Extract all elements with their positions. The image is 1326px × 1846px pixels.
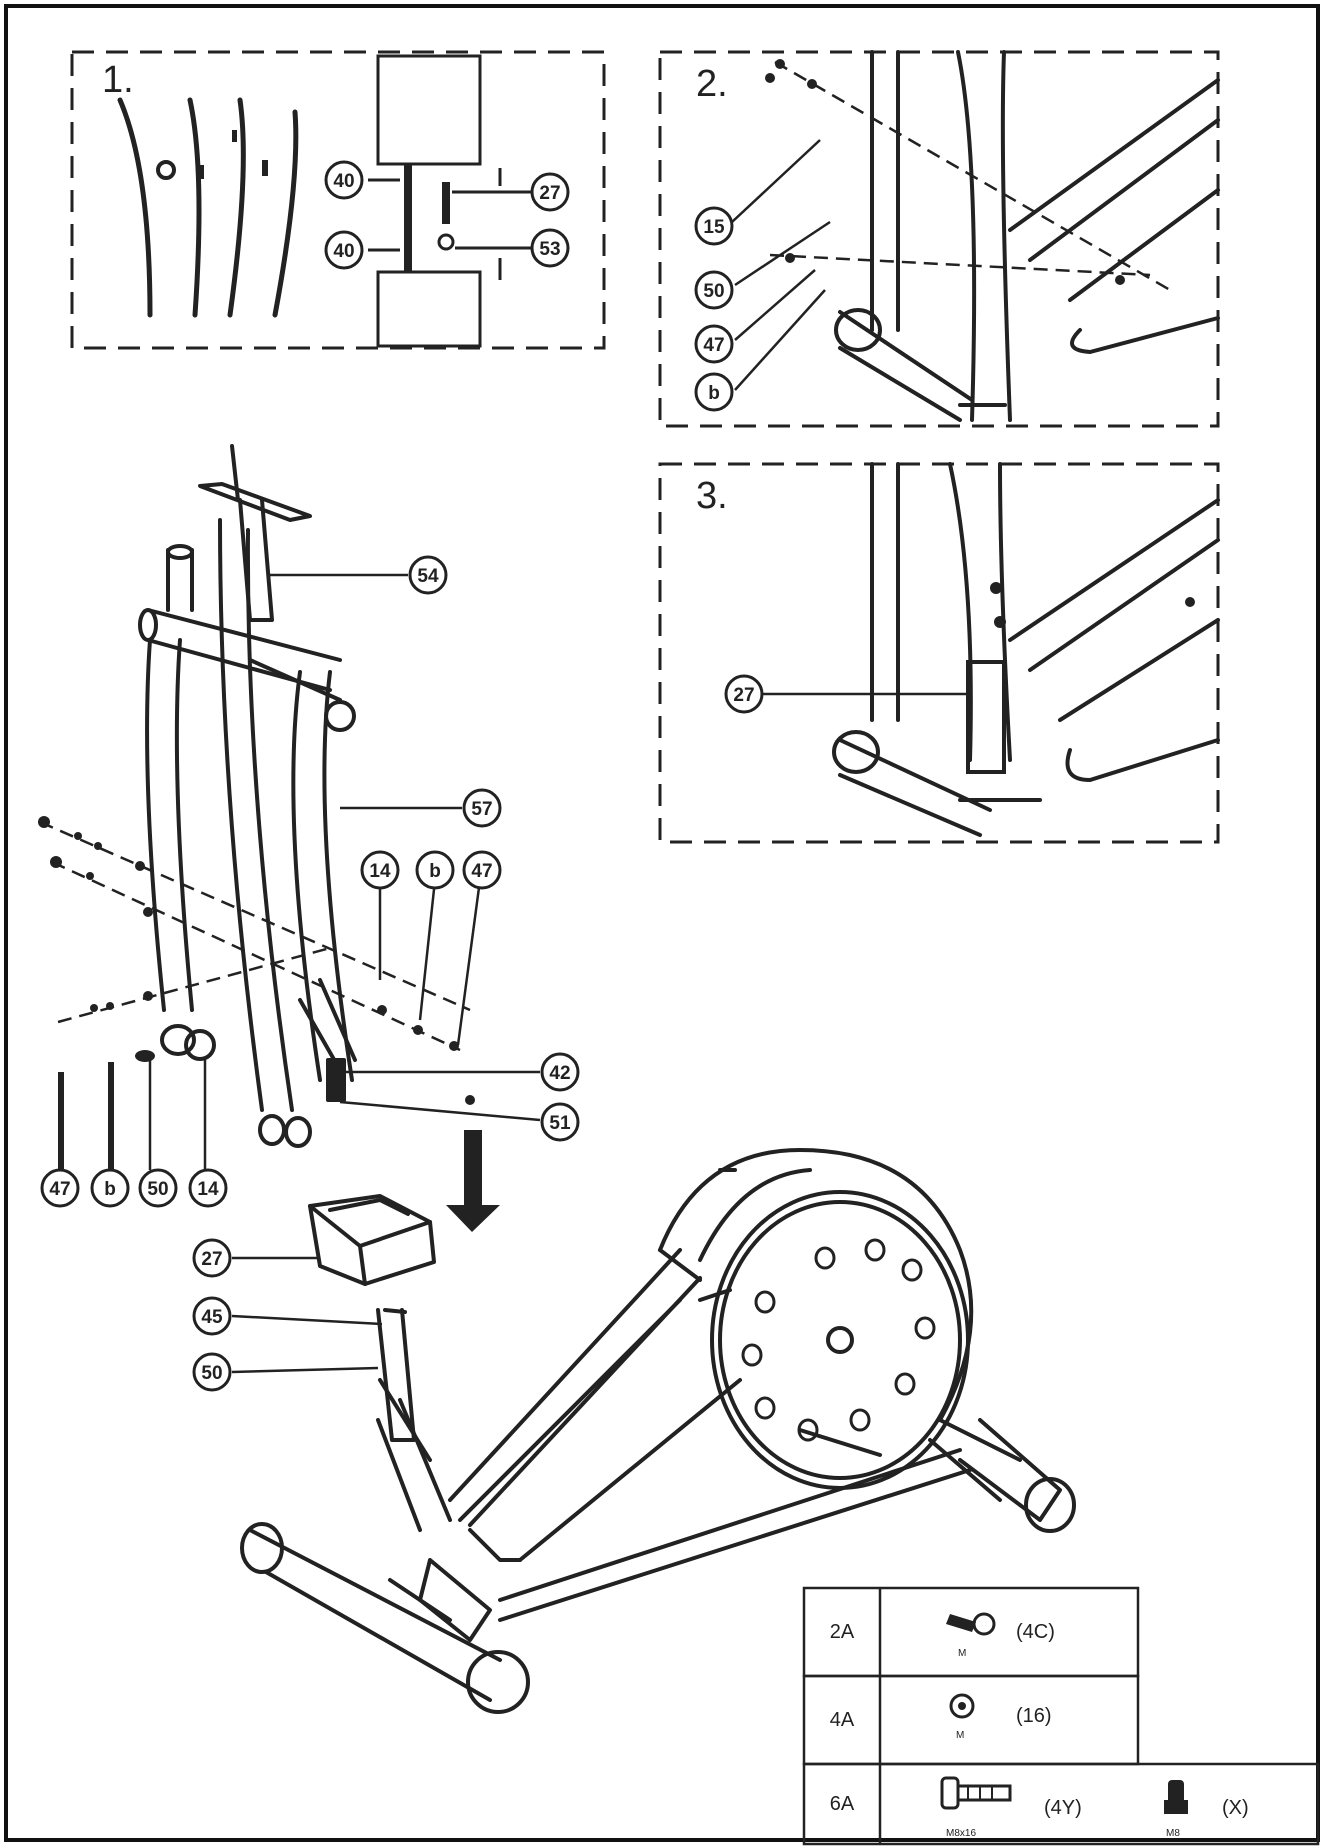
callout-main-bottom-50: 50 (138, 1168, 178, 1208)
svg-text:15: 15 (703, 217, 725, 238)
svg-text:40: 40 (333, 171, 354, 192)
hardware-row-2a: 2A M (4C) (830, 1612, 1055, 1659)
nut-icon (1164, 1780, 1188, 1814)
callout-main-47: 47 (462, 850, 502, 890)
callout-main-b: b (415, 850, 455, 890)
hardware-table: 2A M (4C) 4A M (16) 6A (802, 1586, 1320, 1846)
svg-text:(4C): (4C) (1016, 1621, 1055, 1643)
callout-s3-a: 27 (724, 674, 764, 714)
step-1-inset: 1. 40 (70, 50, 606, 350)
step-3-label: 3. (696, 475, 728, 517)
step-2-inset: 2. (658, 50, 1220, 428)
svg-text:(16): (16) (1016, 1705, 1052, 1727)
svg-text:27: 27 (733, 685, 754, 706)
svg-text:47: 47 (49, 1179, 70, 1200)
page-frame (4, 4, 1320, 1842)
callout-s1-upper-right: 27 (530, 172, 570, 212)
svg-text:47: 47 (703, 335, 724, 356)
svg-text:40: 40 (333, 241, 354, 262)
callout-s1-lower-right: 53 (530, 228, 570, 268)
hardware-row-6a: 6A M8x16 (4Y) M8 (X) (830, 1776, 1249, 1839)
hardware-row-4a: 4A M (16) (830, 1693, 1052, 1741)
svg-text:b: b (104, 1179, 116, 1200)
callout-s2-a: 15 (694, 206, 734, 246)
callout-main-51: 51 (540, 1102, 580, 1142)
svg-text:50: 50 (147, 1179, 168, 1200)
screw-icon (940, 1776, 1012, 1810)
svg-text:M: M (958, 1648, 966, 1659)
svg-text:14: 14 (369, 861, 391, 882)
step-2-label: 2. (696, 63, 728, 105)
callout-main-45: 45 (192, 1296, 232, 1336)
hardware-guide-lines (39, 820, 471, 1052)
svg-text:M8x16: M8x16 (946, 1828, 976, 1839)
callout-s2-b: 50 (694, 270, 734, 310)
svg-text:6A: 6A (830, 1793, 855, 1815)
callout-s2-c: 47 (694, 324, 734, 364)
arrow-down-icon (446, 1130, 500, 1232)
leader-lines (58, 573, 541, 1374)
svg-text:M: M (956, 1730, 964, 1741)
step-1-label: 1. (102, 59, 134, 101)
callout-main-54: 54 (408, 555, 448, 595)
svg-text:b: b (708, 383, 720, 404)
svg-text:50: 50 (201, 1363, 222, 1384)
svg-text:45: 45 (201, 1307, 223, 1328)
svg-text:57: 57 (471, 799, 492, 820)
washer-icon (949, 1693, 975, 1719)
main-exploded-view (138, 444, 1076, 1714)
callout-s1-lower-left: 40 (324, 230, 364, 270)
svg-text:50: 50 (703, 281, 724, 302)
callout-main-bottom-b: b (90, 1168, 130, 1208)
svg-text:b: b (429, 861, 441, 882)
flywheel-holes (741, 1238, 936, 1442)
bolt-icon (946, 1612, 996, 1636)
callout-s2-d: b (694, 372, 734, 412)
callout-main-42: 42 (540, 1052, 580, 1092)
callout-main-57: 57 (462, 788, 502, 828)
svg-text:(4Y): (4Y) (1044, 1797, 1082, 1819)
callout-main-50: 50 (192, 1352, 232, 1392)
callout-main-bottom-14: 14 (188, 1168, 228, 1208)
svg-text:54: 54 (417, 566, 439, 587)
callout-s1-upper-left: 40 (324, 160, 364, 200)
callout-main-bottom-47: 47 (40, 1168, 80, 1208)
callout-main-27: 27 (192, 1238, 232, 1278)
callout-main-14: 14 (360, 850, 400, 890)
svg-text:42: 42 (549, 1063, 570, 1084)
svg-text:14: 14 (197, 1179, 219, 1200)
step-3-inset: 3. 27 (658, 462, 1220, 844)
hardware-pieces (38, 816, 475, 1182)
svg-text:53: 53 (539, 239, 560, 260)
svg-text:51: 51 (549, 1113, 571, 1134)
svg-text:M8: M8 (1166, 1828, 1180, 1839)
svg-text:2A: 2A (830, 1621, 855, 1643)
svg-text:27: 27 (539, 183, 560, 204)
svg-text:4A: 4A (830, 1709, 855, 1731)
svg-text:27: 27 (201, 1249, 222, 1270)
svg-text:47: 47 (471, 861, 492, 882)
svg-text:(X): (X) (1222, 1797, 1249, 1819)
